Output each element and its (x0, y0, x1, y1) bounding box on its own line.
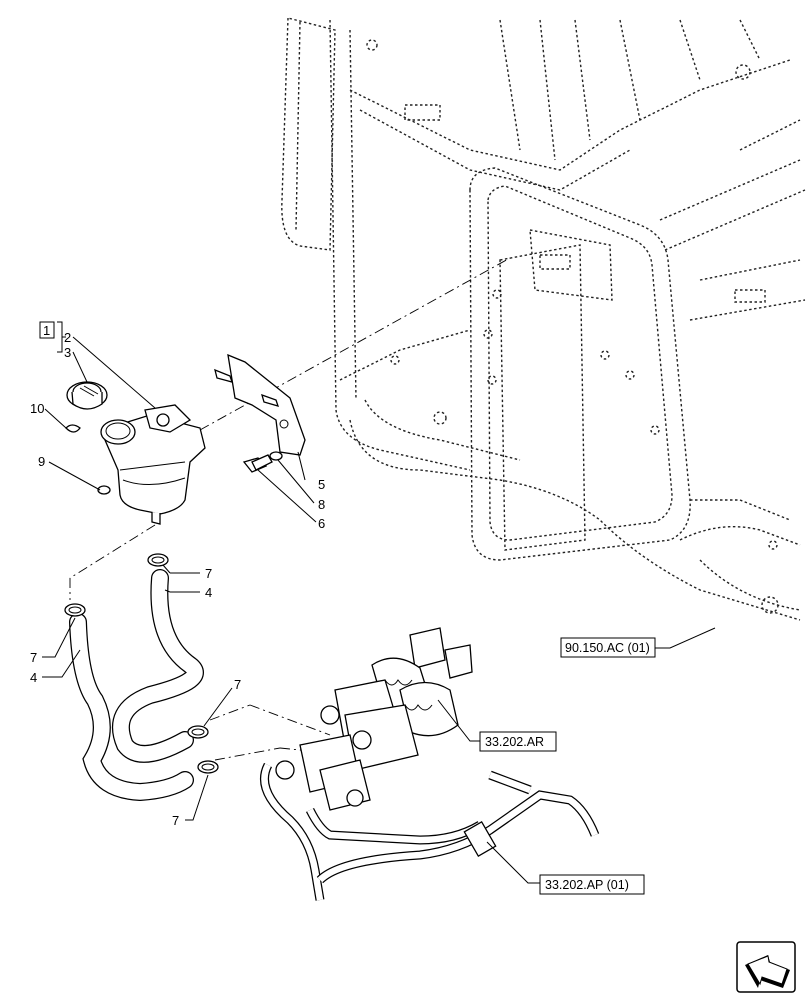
leader-lines (42, 321, 716, 884)
callouts: 1 2 3 10 9 5 8 6 7 4 7 4 7 7 (30, 321, 325, 828)
callout-10: 10 (30, 401, 44, 416)
hose-left (69, 613, 194, 802)
hose-clamp-d (197, 760, 219, 774)
brake-lines (260, 762, 600, 901)
callout-8: 8 (318, 497, 325, 512)
next-page-arrow-icon[interactable] (736, 941, 796, 993)
reference-master-cylinders[interactable]: 33.202.AR (479, 731, 557, 752)
reference-box (479, 731, 557, 752)
reservoir-cap (66, 381, 108, 410)
callout-9: 9 (38, 454, 45, 469)
small-clip (65, 424, 81, 433)
reference-cab-frame[interactable]: 90.150.AC (01) (560, 637, 656, 658)
reference-brake-lines[interactable]: 33.202.AP (01) (539, 874, 645, 895)
bolt (242, 454, 273, 473)
callout-4b: 4 (30, 670, 37, 685)
callout-5: 5 (318, 477, 325, 492)
callout-7d: 7 (172, 813, 179, 828)
reference-master-cylinders-label: 33.202.AR (485, 735, 544, 749)
callout-7b: 7 (30, 650, 37, 665)
callout-1: 1 (43, 323, 50, 338)
washer (269, 451, 283, 461)
reference-brake-lines-label: 33.202.AP (01) (545, 878, 629, 892)
callout-3: 3 (64, 345, 71, 360)
reservoir-bracket (214, 353, 306, 456)
hose-right (112, 569, 204, 763)
callout-2: 2 (64, 330, 71, 345)
reference-cab-frame-label: 90.150.AC (01) (565, 641, 650, 655)
brake-master-cylinders (275, 627, 473, 811)
callout-4a: 4 (205, 585, 212, 600)
hose-clamp-c (187, 725, 209, 739)
callout-1-box (39, 321, 55, 339)
hose-clamp-b (64, 603, 86, 617)
callout-7c: 7 (234, 677, 241, 692)
hose-clamp-a (147, 553, 169, 567)
brake-fluid-reservoir (100, 404, 206, 525)
callout-6: 6 (318, 516, 325, 531)
callout-7a: 7 (205, 566, 212, 581)
reference-box (560, 637, 656, 658)
cab-frame-illustration (281, 17, 806, 621)
reference-box (539, 874, 645, 895)
nut (97, 485, 111, 495)
